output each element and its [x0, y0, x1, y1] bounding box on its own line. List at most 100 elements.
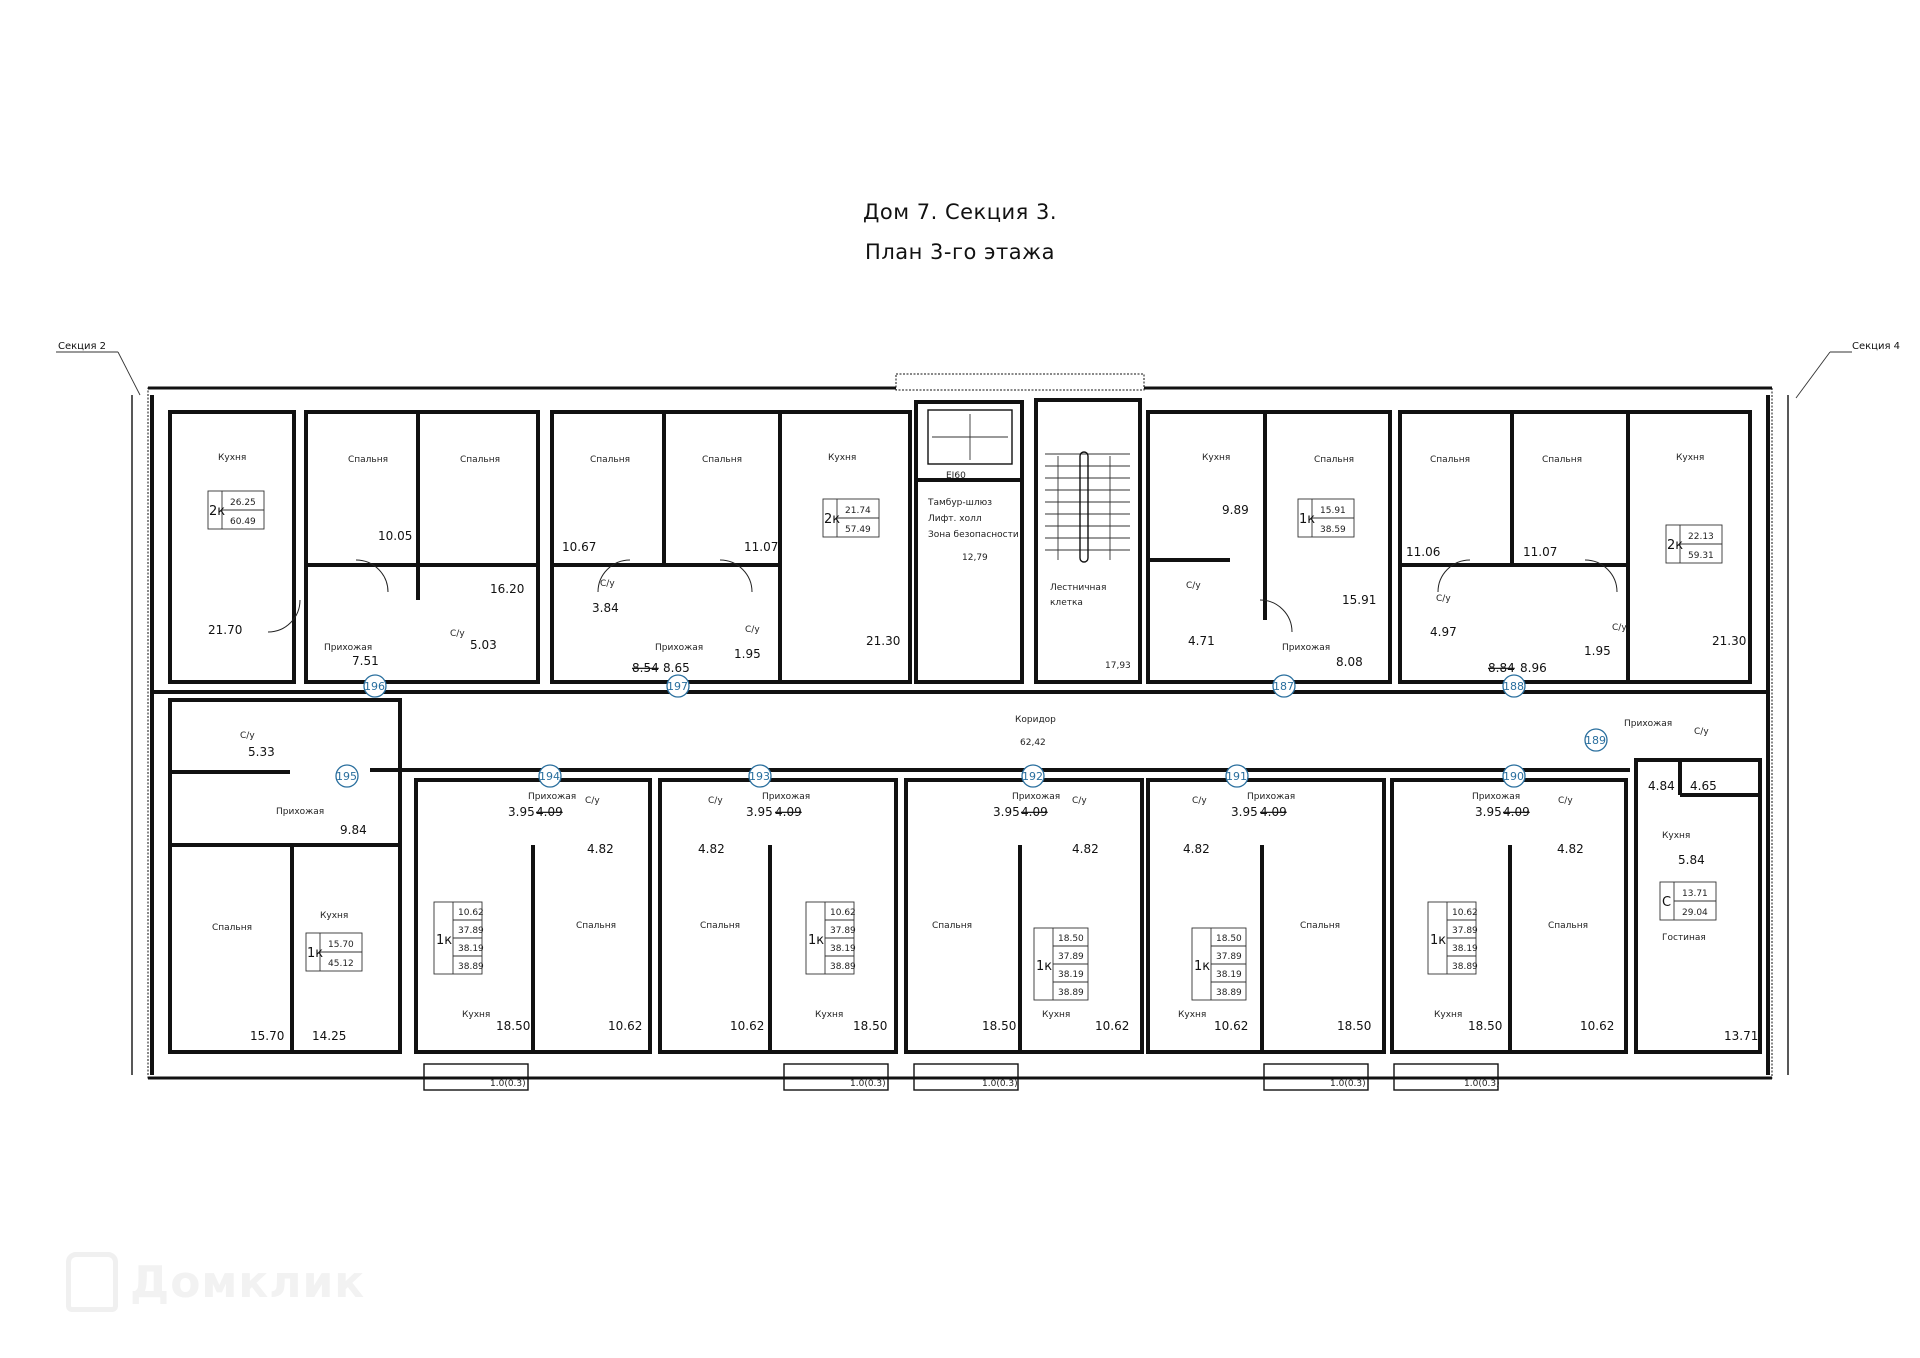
svg-text:Гостиная: Гостиная	[1662, 933, 1706, 943]
svg-text:Кухня: Кухня	[1042, 1010, 1070, 1020]
svg-text:13.71: 13.71	[1724, 1029, 1758, 1043]
svg-text:Спальня: Спальня	[932, 921, 972, 931]
svg-text:5.33: 5.33	[248, 745, 275, 759]
svg-text:8.84: 8.84	[1488, 661, 1515, 675]
apartment-number-badge	[1272, 674, 1296, 698]
svg-text:Кухня: Кухня	[815, 1010, 843, 1020]
svg-text:3.84: 3.84	[592, 601, 619, 615]
svg-text:21.30: 21.30	[1712, 634, 1746, 648]
svg-text:10.62: 10.62	[458, 908, 484, 918]
svg-text:2к: 2к	[1667, 538, 1683, 553]
stairs-icon	[1045, 451, 1130, 563]
svg-text:38.89: 38.89	[458, 962, 484, 972]
svg-text:38.19: 38.19	[458, 944, 484, 954]
svg-text:Прихожая: Прихожая	[1012, 792, 1060, 802]
svg-text:7.51: 7.51	[352, 654, 379, 668]
svg-text:38.19: 38.19	[1452, 944, 1478, 954]
stairwell-label: клетка	[1050, 598, 1083, 608]
svg-text:Спальня: Спальня	[1548, 921, 1588, 931]
svg-text:Спальня: Спальня	[212, 923, 252, 933]
svg-text:18.50: 18.50	[853, 1019, 887, 1033]
svg-text:Прихожая: Прихожая	[1472, 792, 1520, 802]
svg-text:Кухня: Кухня	[320, 911, 348, 921]
svg-text:5.84: 5.84	[1678, 853, 1705, 867]
svg-text:10.62: 10.62	[608, 1019, 642, 1033]
apartment-196[interactable]: Кухня 21.70 Спальня 10.05 Спальня 16.20 …	[207, 453, 524, 698]
apartment-number-badge	[1225, 764, 1249, 788]
svg-text:29.04: 29.04	[1682, 908, 1708, 918]
svg-text:15.70: 15.70	[250, 1029, 284, 1043]
svg-text:15.91: 15.91	[1342, 593, 1376, 607]
domclick-watermark: Домклик	[66, 1252, 365, 1312]
domclick-logo-icon	[66, 1252, 118, 1312]
apartment-number-badge	[748, 764, 772, 788]
svg-text:Прихожая: Прихожая	[762, 792, 810, 802]
stairwell-label: Лестничная	[1050, 583, 1106, 593]
svg-text:3.95: 3.95	[1475, 805, 1502, 819]
svg-text:1.95: 1.95	[734, 647, 761, 661]
svg-text:37.89: 37.89	[1452, 926, 1478, 936]
svg-text:196: 196	[364, 680, 385, 693]
svg-text:С/у: С/у	[1436, 594, 1451, 604]
svg-text:37.89: 37.89	[458, 926, 484, 936]
svg-text:1к: 1к	[808, 933, 824, 948]
svg-text:4.82: 4.82	[1183, 842, 1210, 856]
svg-text:14.25: 14.25	[312, 1029, 346, 1043]
svg-text:9.89: 9.89	[1222, 503, 1249, 517]
svg-text:37.89: 37.89	[1058, 952, 1084, 962]
apartment-190[interactable]: Прихожая 3.95 4.09 С/у 4.82 Кухня 18.50 …	[1427, 764, 1614, 1033]
svg-text:4.71: 4.71	[1188, 634, 1215, 648]
svg-text:3.95: 3.95	[1231, 805, 1258, 819]
svg-text:8.65: 8.65	[663, 661, 690, 675]
apartment-188[interactable]: Спальня 11.06 Спальня 11.07 Кухня 21.30 …	[1406, 453, 1746, 698]
section-4-label: Секция 4	[1852, 341, 1901, 352]
svg-text:Спальня: Спальня	[1430, 455, 1470, 465]
svg-text:21.70: 21.70	[208, 623, 242, 637]
apartment-192[interactable]: Прихожая 3.95 4.09 С/у 4.82 Спальня 18.5…	[932, 764, 1129, 1033]
apartment-191[interactable]: Прихожая 3.95 4.09 С/у 4.82 Кухня 10.62 …	[1178, 764, 1371, 1033]
svg-text:193: 193	[749, 770, 770, 783]
svg-text:4.09: 4.09	[536, 805, 563, 819]
apartment-number-badge	[1502, 764, 1526, 788]
apartment-194[interactable]: Прихожая 3.95 4.09 С/у 4.82 Кухня 18.50 …	[433, 764, 642, 1033]
svg-text:3.95: 3.95	[746, 805, 773, 819]
svg-text:8.96: 8.96	[1520, 661, 1547, 675]
top-row-walls	[168, 398, 1752, 684]
balcony-area: 1.0(0.3)	[982, 1079, 1018, 1089]
apartment-189[interactable]: Прихожая 4.84 С/у 4.65 Кухня 5.84 Гостин…	[1584, 719, 1758, 1043]
balcony-area: 1.0(0.3)	[1330, 1079, 1366, 1089]
svg-text:38.59: 38.59	[1320, 525, 1346, 535]
balconies	[423, 1063, 1499, 1091]
svg-text:Кухня: Кухня	[1202, 453, 1230, 463]
svg-text:1к: 1к	[1194, 959, 1210, 974]
svg-text:4.09: 4.09	[775, 805, 802, 819]
svg-text:С/у: С/у	[1612, 623, 1627, 633]
bottom-row-walls	[168, 698, 1762, 1054]
svg-text:38.89: 38.89	[830, 962, 856, 972]
apartment-193[interactable]: Прихожая 3.95 4.09 С/у 4.82 Спальня 10.6…	[698, 764, 887, 1033]
svg-text:59.31: 59.31	[1688, 551, 1714, 561]
elevator-shaft	[927, 409, 1013, 465]
svg-text:Прихожая: Прихожая	[1624, 719, 1672, 729]
apartment-187[interactable]: Кухня 9.89 Спальня 15.91 С/у 4.71 Прихож…	[1186, 453, 1376, 698]
svg-text:4.09: 4.09	[1260, 805, 1287, 819]
svg-text:10.62: 10.62	[1452, 908, 1478, 918]
svg-text:С/у: С/у	[1072, 796, 1087, 806]
balcony-area: 1.0(0.3)	[490, 1079, 526, 1089]
apartment-197[interactable]: Спальня 10.67 Спальня 11.07 Кухня 21.30 …	[562, 453, 900, 698]
svg-text:Кухня: Кухня	[1662, 831, 1690, 841]
stairwell-area: 17,93	[1105, 661, 1131, 671]
svg-text:С/у: С/у	[240, 731, 255, 741]
svg-text:18.50: 18.50	[1468, 1019, 1502, 1033]
svg-text:С/у: С/у	[1186, 581, 1201, 591]
svg-text:21.74: 21.74	[845, 506, 871, 516]
apartment-number-badge	[1021, 764, 1045, 788]
apartment-195[interactable]: С/у 5.33 Прихожая 9.84 Спальня 15.70 Кух…	[212, 731, 367, 1043]
plan-title: Дом 7. Секция 3.	[862, 200, 1058, 224]
svg-text:13.71: 13.71	[1682, 889, 1708, 899]
svg-text:С/у: С/у	[708, 796, 723, 806]
svg-text:Спальня: Спальня	[576, 921, 616, 931]
balcony-area: 1.0(0.3)	[850, 1079, 886, 1089]
svg-text:10.62: 10.62	[1095, 1019, 1129, 1033]
svg-text:Спальня: Спальня	[348, 455, 388, 465]
